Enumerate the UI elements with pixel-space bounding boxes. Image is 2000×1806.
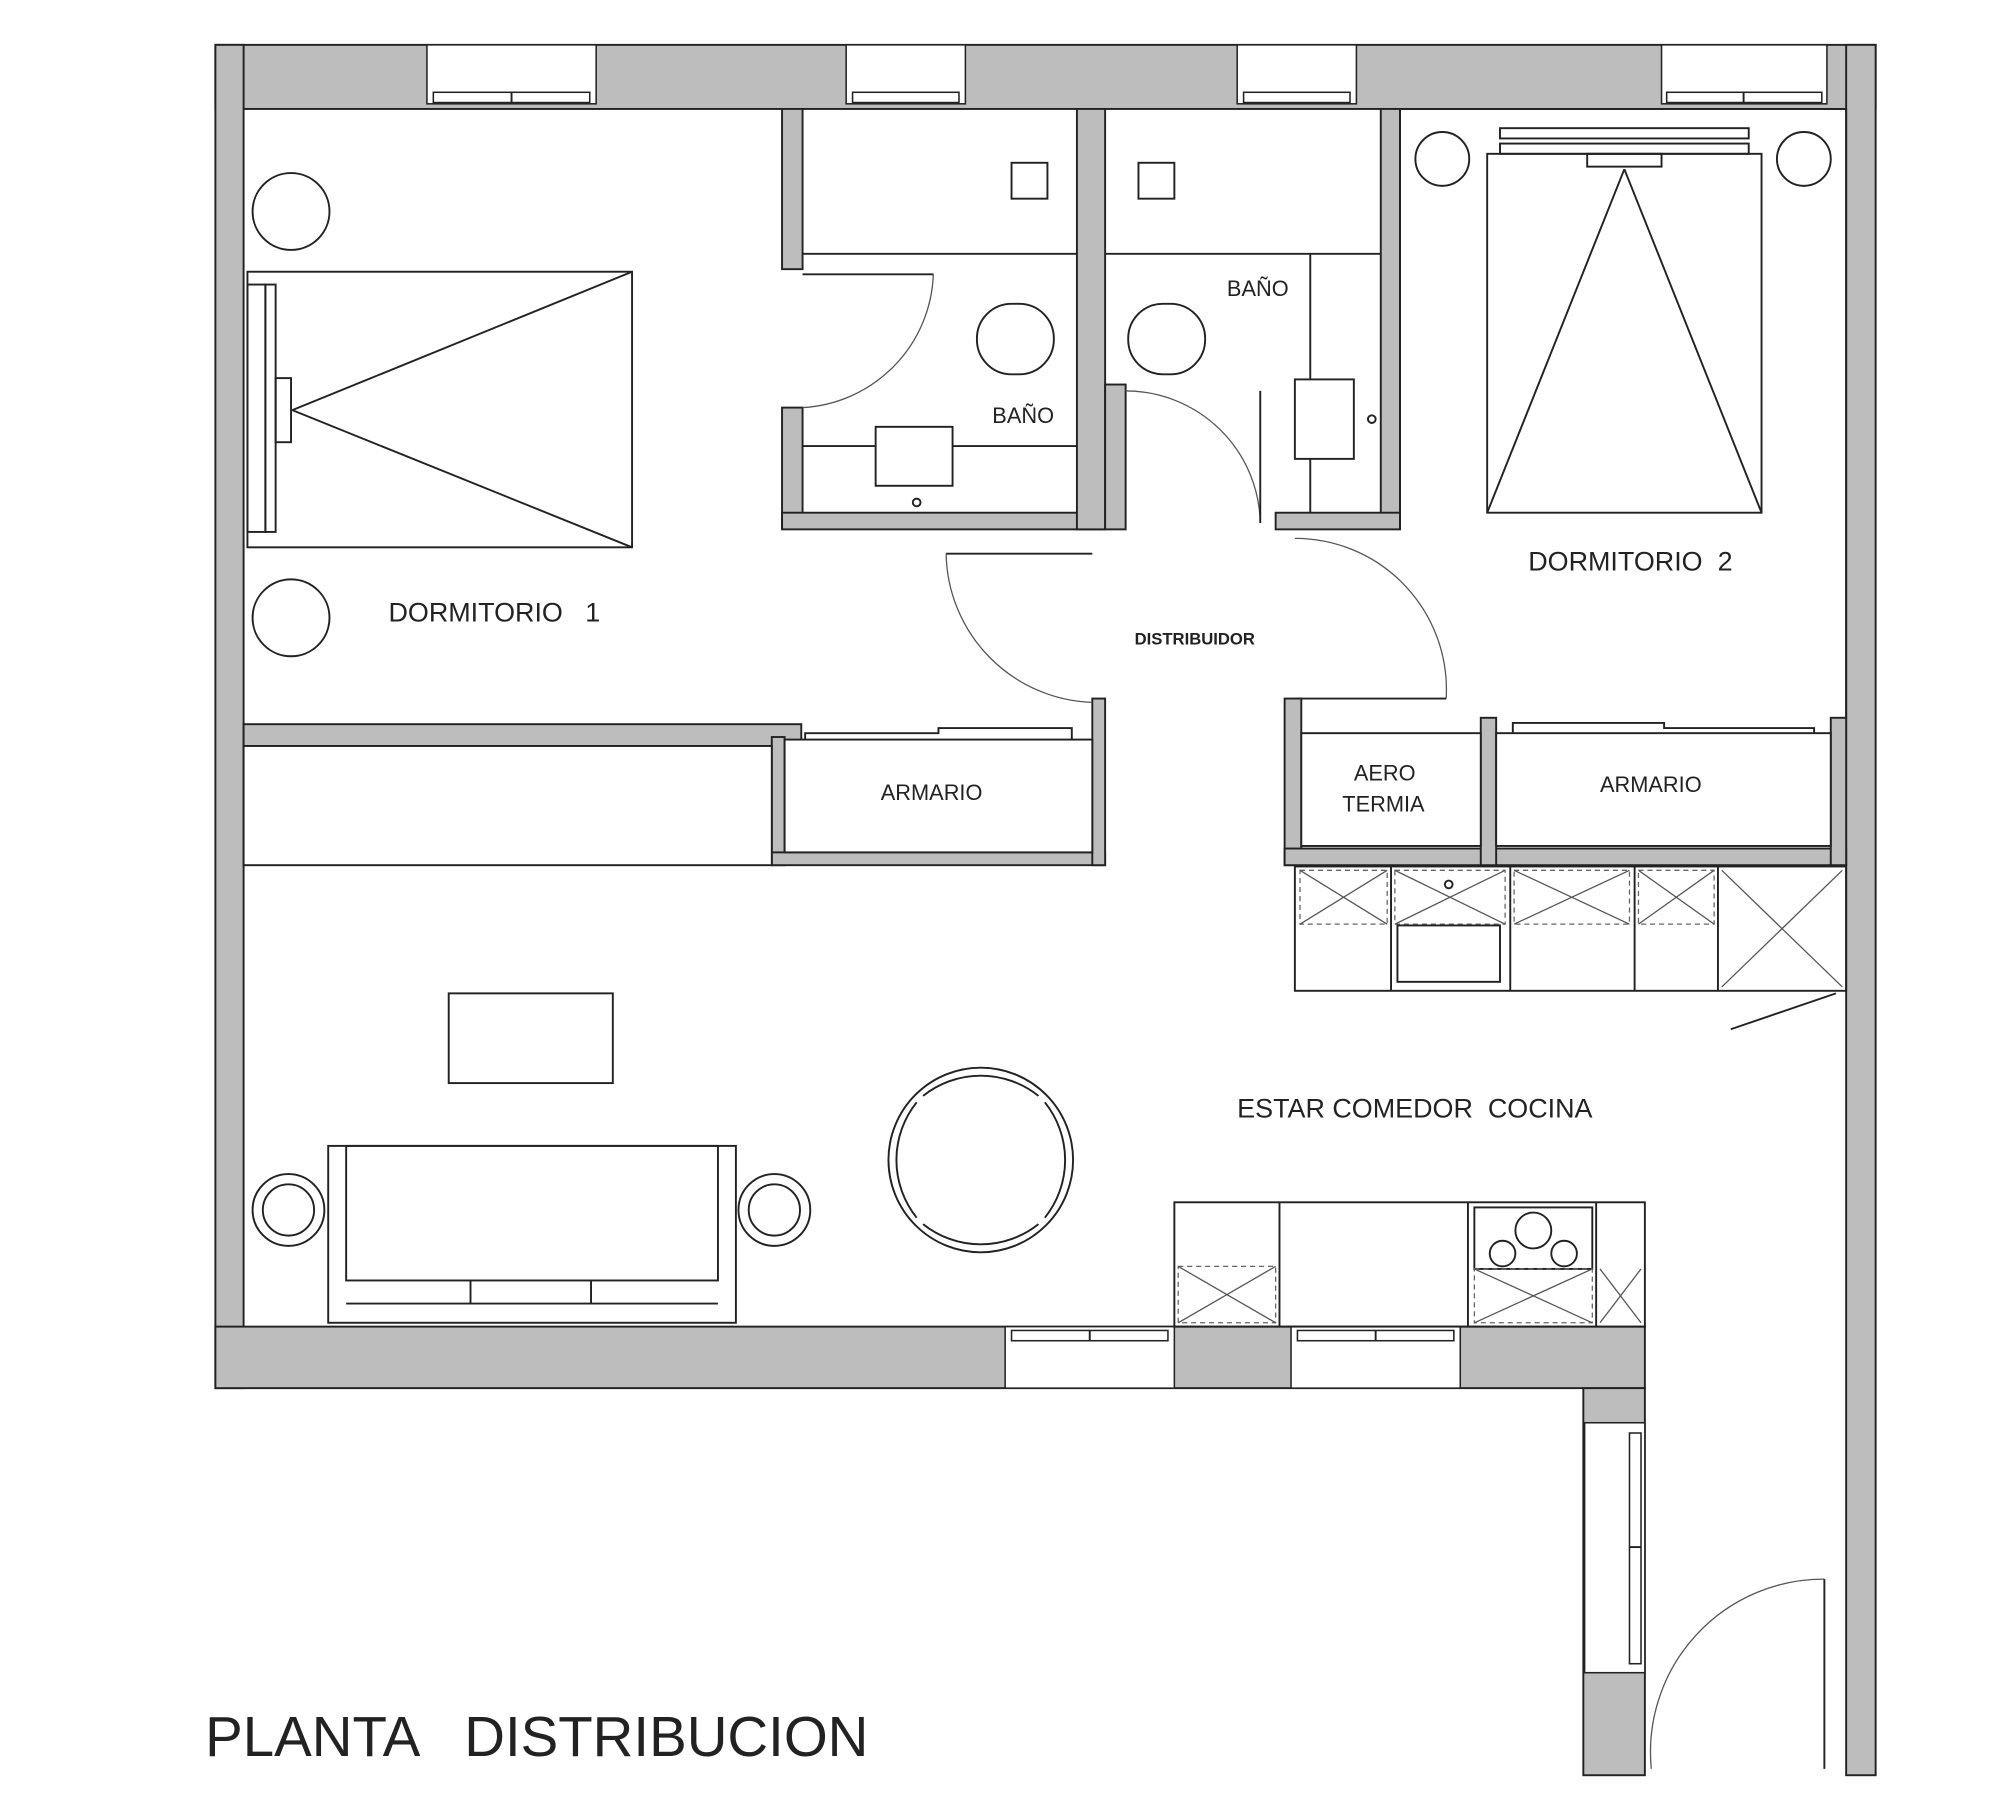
label-dormitorio-1: DORMITORIO 1 [388,598,600,628]
bathroom-fixtures [802,161,1381,513]
plan-title: PLANTA DISTRIBUCION [205,1705,868,1768]
label-aerotermia-2: TERMIA [1342,791,1425,816]
label-armario-2: ARMARIO [1600,772,1702,797]
label-armario-1: ARMARIO [881,780,983,805]
label-distribuidor: DISTRIBUIDOR [1135,630,1255,649]
closets [783,721,1832,854]
windows [426,44,1828,1674]
label-dormitorio-2: DORMITORIO 2 [1528,546,1732,576]
living-furniture [251,992,1075,1324]
interior-walls [242,107,1848,867]
bedroom-furniture [246,127,1832,658]
doors [802,273,1837,1769]
label-bano-1: BAÑO [992,403,1054,428]
label-estar-comedor-cocina: ESTAR COMEDOR COCINA [1237,1094,1592,1124]
label-aerotermia-1: AERO [1354,761,1416,786]
kitchen-units [1173,865,1848,1328]
label-bano-2: BAÑO [1227,276,1289,301]
